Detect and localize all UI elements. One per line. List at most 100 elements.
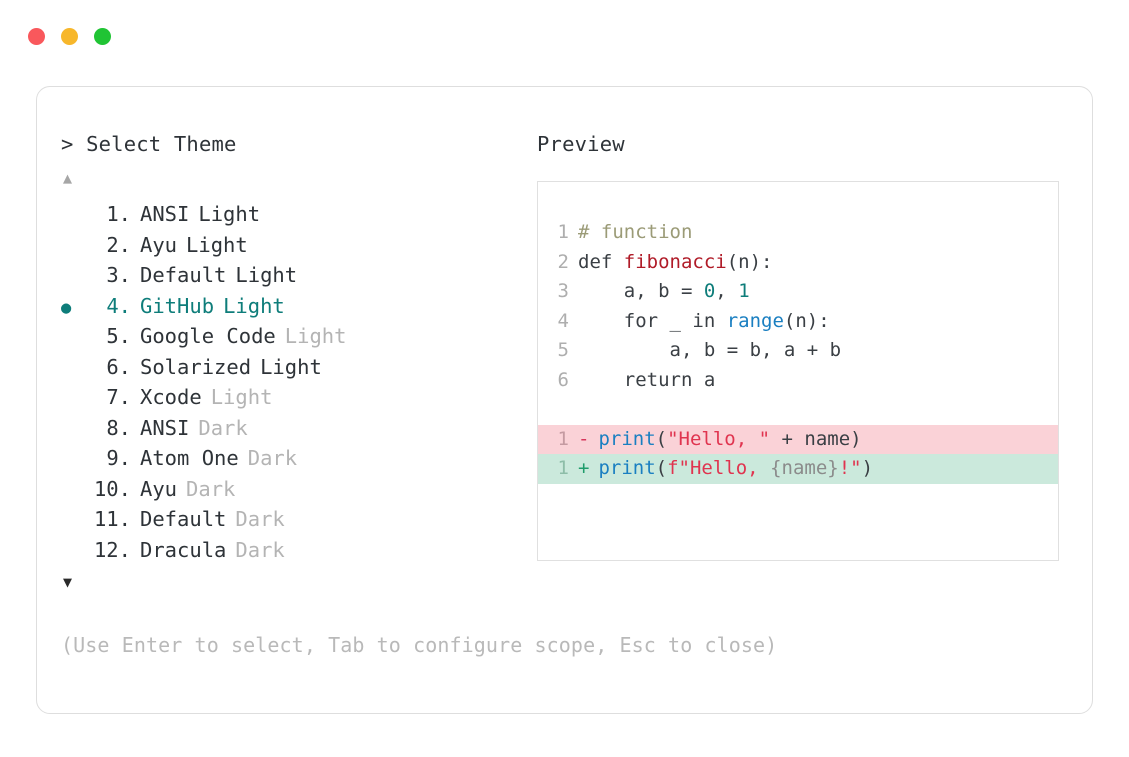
theme-item-variant: Light (235, 263, 298, 287)
theme-item-index: 9. (106, 446, 131, 470)
code-line-text: a, b = b, a + b (578, 336, 1058, 366)
theme-item-index: 1. (106, 202, 131, 226)
theme-list-item[interactable]: ●12. Dracula Dark (61, 535, 531, 566)
theme-list-item[interactable]: ● 4. GitHub Light (61, 291, 531, 322)
code-token: (n): (726, 250, 773, 273)
code-token: fibonacci (623, 250, 727, 273)
theme-item-name: Dracula (140, 537, 227, 562)
theme-item-variant: Light (210, 385, 273, 409)
selected-bullet-icon: ● (61, 297, 72, 318)
theme-list-item[interactable]: ● 3. Default Light (61, 260, 531, 291)
bullet-placeholder: ● (61, 476, 87, 507)
theme-item-name: Default (140, 507, 227, 531)
code-token: (n): (783, 309, 830, 332)
code-token: a, b = (578, 280, 704, 302)
theme-item-name: Google Code (140, 324, 276, 348)
theme-item-name: Default (140, 263, 227, 287)
scroll-down-indicator-icon[interactable]: ▼ (63, 573, 73, 591)
theme-item-index: 5. (106, 324, 131, 348)
code-line-number: 1 (557, 221, 569, 243)
theme-item-variant: Light (284, 324, 347, 348)
code-token: f"Hello, (667, 457, 771, 479)
theme-item-index: 8. (106, 415, 131, 440)
theme-item-name: GitHub (140, 293, 215, 318)
diff-marker: - (578, 427, 590, 450)
code-line: 3 a, b = 0, 1 (538, 277, 1058, 307)
code-line-text: print("Hello, " + name) (598, 425, 1058, 455)
code-token: , (715, 280, 739, 302)
bullet-placeholder: ● (61, 262, 87, 293)
bullet-placeholder: ● (61, 323, 87, 354)
code-line-text: def fibonacci(n): (578, 248, 1058, 278)
theme-list-item[interactable]: ● 5. Google Code Light (61, 321, 531, 352)
theme-item-name: Ayu (140, 476, 178, 501)
keyboard-hint: (Use Enter to select, Tab to configure s… (61, 633, 778, 657)
diff-marker: + (578, 457, 590, 479)
bullet-placeholder: ● (61, 415, 87, 446)
theme-item-name: Atom One (140, 446, 239, 470)
theme-list[interactable]: ●1.ANSILight●2.AyuLight●3.DefaultLight●4… (61, 199, 531, 565)
theme-item-variant: Light (260, 354, 322, 379)
code-line-number: 5 (557, 339, 569, 361)
code-token: ) (861, 457, 874, 479)
bullet-placeholder: ● (61, 232, 87, 263)
theme-item-variant: Dark (198, 415, 248, 440)
bullet-placeholder: ● (61, 384, 87, 415)
theme-selector-column: > Select Theme ▲ ● 1. ANSI Light ● 2. Ayu Light… (61, 131, 531, 593)
bullet-placeholder: ● (61, 354, 87, 385)
theme-item-index: 3. (106, 263, 131, 287)
theme-item-index: 10. (93, 476, 131, 501)
code-line: 2 def fibonacci(n): (538, 248, 1058, 278)
code-token: ( (655, 457, 668, 479)
maximize-window-icon[interactable] (94, 27, 111, 45)
traffic-light-group (28, 27, 111, 45)
theme-item-index: 12. (93, 537, 131, 562)
bullet-placeholder: ● (61, 537, 87, 568)
theme-item-index: 4. (106, 293, 131, 318)
bullet-placeholder: ● (61, 201, 87, 232)
close-window-icon[interactable] (28, 27, 45, 45)
theme-item-variant: Dark (235, 507, 285, 531)
code-line-number: 1 (557, 457, 569, 479)
theme-item-variant: Light (223, 293, 285, 318)
theme-item-variant: Dark (186, 476, 236, 501)
theme-item-name: ANSI (140, 202, 190, 226)
scroll-up-indicator-icon[interactable]: ▲ (63, 169, 73, 187)
theme-item-index: 7. (106, 385, 131, 409)
theme-picker-card: > Select Theme ▲ ● 1. ANSI Light ● 2. Ayu Light… (36, 86, 1093, 714)
theme-item-variant: Dark (235, 537, 285, 562)
bullet-placeholder: ● (61, 445, 87, 476)
code-token: range (726, 309, 784, 332)
code-token: 1 (738, 280, 750, 302)
code-token: a, b = b, a + b (578, 339, 842, 361)
window-titlebar (0, 0, 1129, 72)
code-line: 4 for _ in range(n): (538, 307, 1058, 337)
minimize-window-icon[interactable] (61, 27, 78, 45)
diff-line-added: 1 + print(f"Hello, {name}!") (538, 454, 1058, 484)
code-token: for _ in (578, 309, 727, 332)
diff-line-removed: 1-print("Hello, " + name) (538, 424, 1058, 455)
select-theme-prompt: > Select Theme (61, 132, 237, 156)
code-line-number: 3 (557, 280, 569, 302)
code-line-text: print(f"Hello, {name}!") (598, 454, 1058, 484)
code-line-number: 1 (557, 427, 569, 450)
theme-item-index: 2. (106, 232, 131, 257)
code-line-number: 6 (557, 368, 569, 391)
code-token: "Hello, " (667, 427, 771, 450)
code-token: 0 (703, 280, 716, 302)
theme-list-item[interactable]: ●10. Ayu Dark (61, 474, 531, 505)
code-line-number: 4 (557, 309, 569, 332)
code-line-number: 2 (557, 250, 569, 273)
code-token: print (598, 457, 656, 479)
code-token: print (598, 427, 656, 450)
